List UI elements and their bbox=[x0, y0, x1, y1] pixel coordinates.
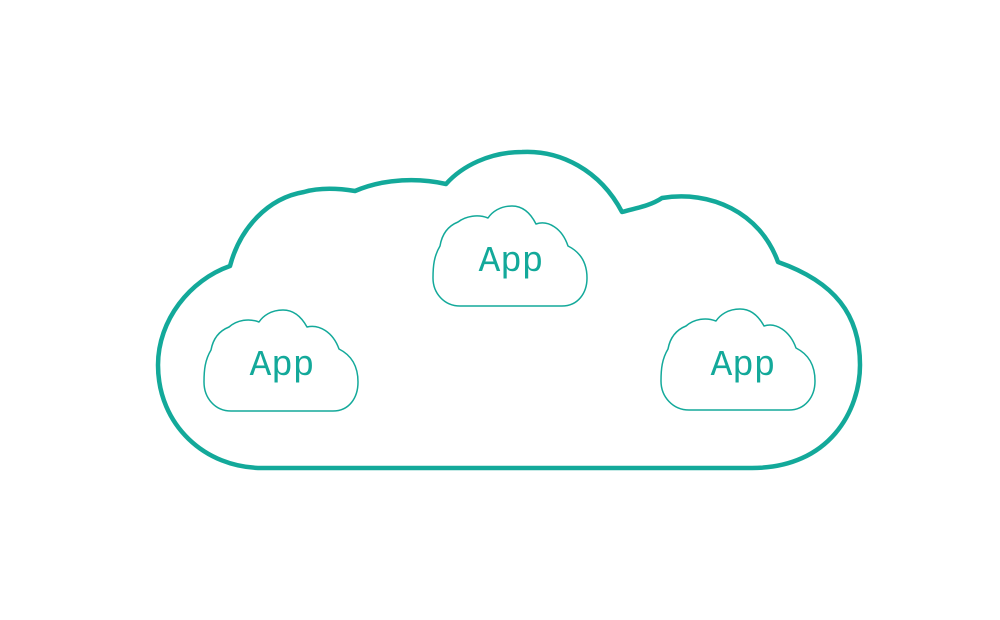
app-cloud-top bbox=[432, 205, 588, 307]
app-cloud-left bbox=[203, 309, 359, 412]
outer-cloud bbox=[155, 149, 863, 471]
app-label-left: App bbox=[250, 345, 315, 386]
app-label-right: App bbox=[711, 345, 776, 386]
app-label-top: App bbox=[479, 241, 544, 282]
app-cloud-right bbox=[660, 308, 816, 411]
